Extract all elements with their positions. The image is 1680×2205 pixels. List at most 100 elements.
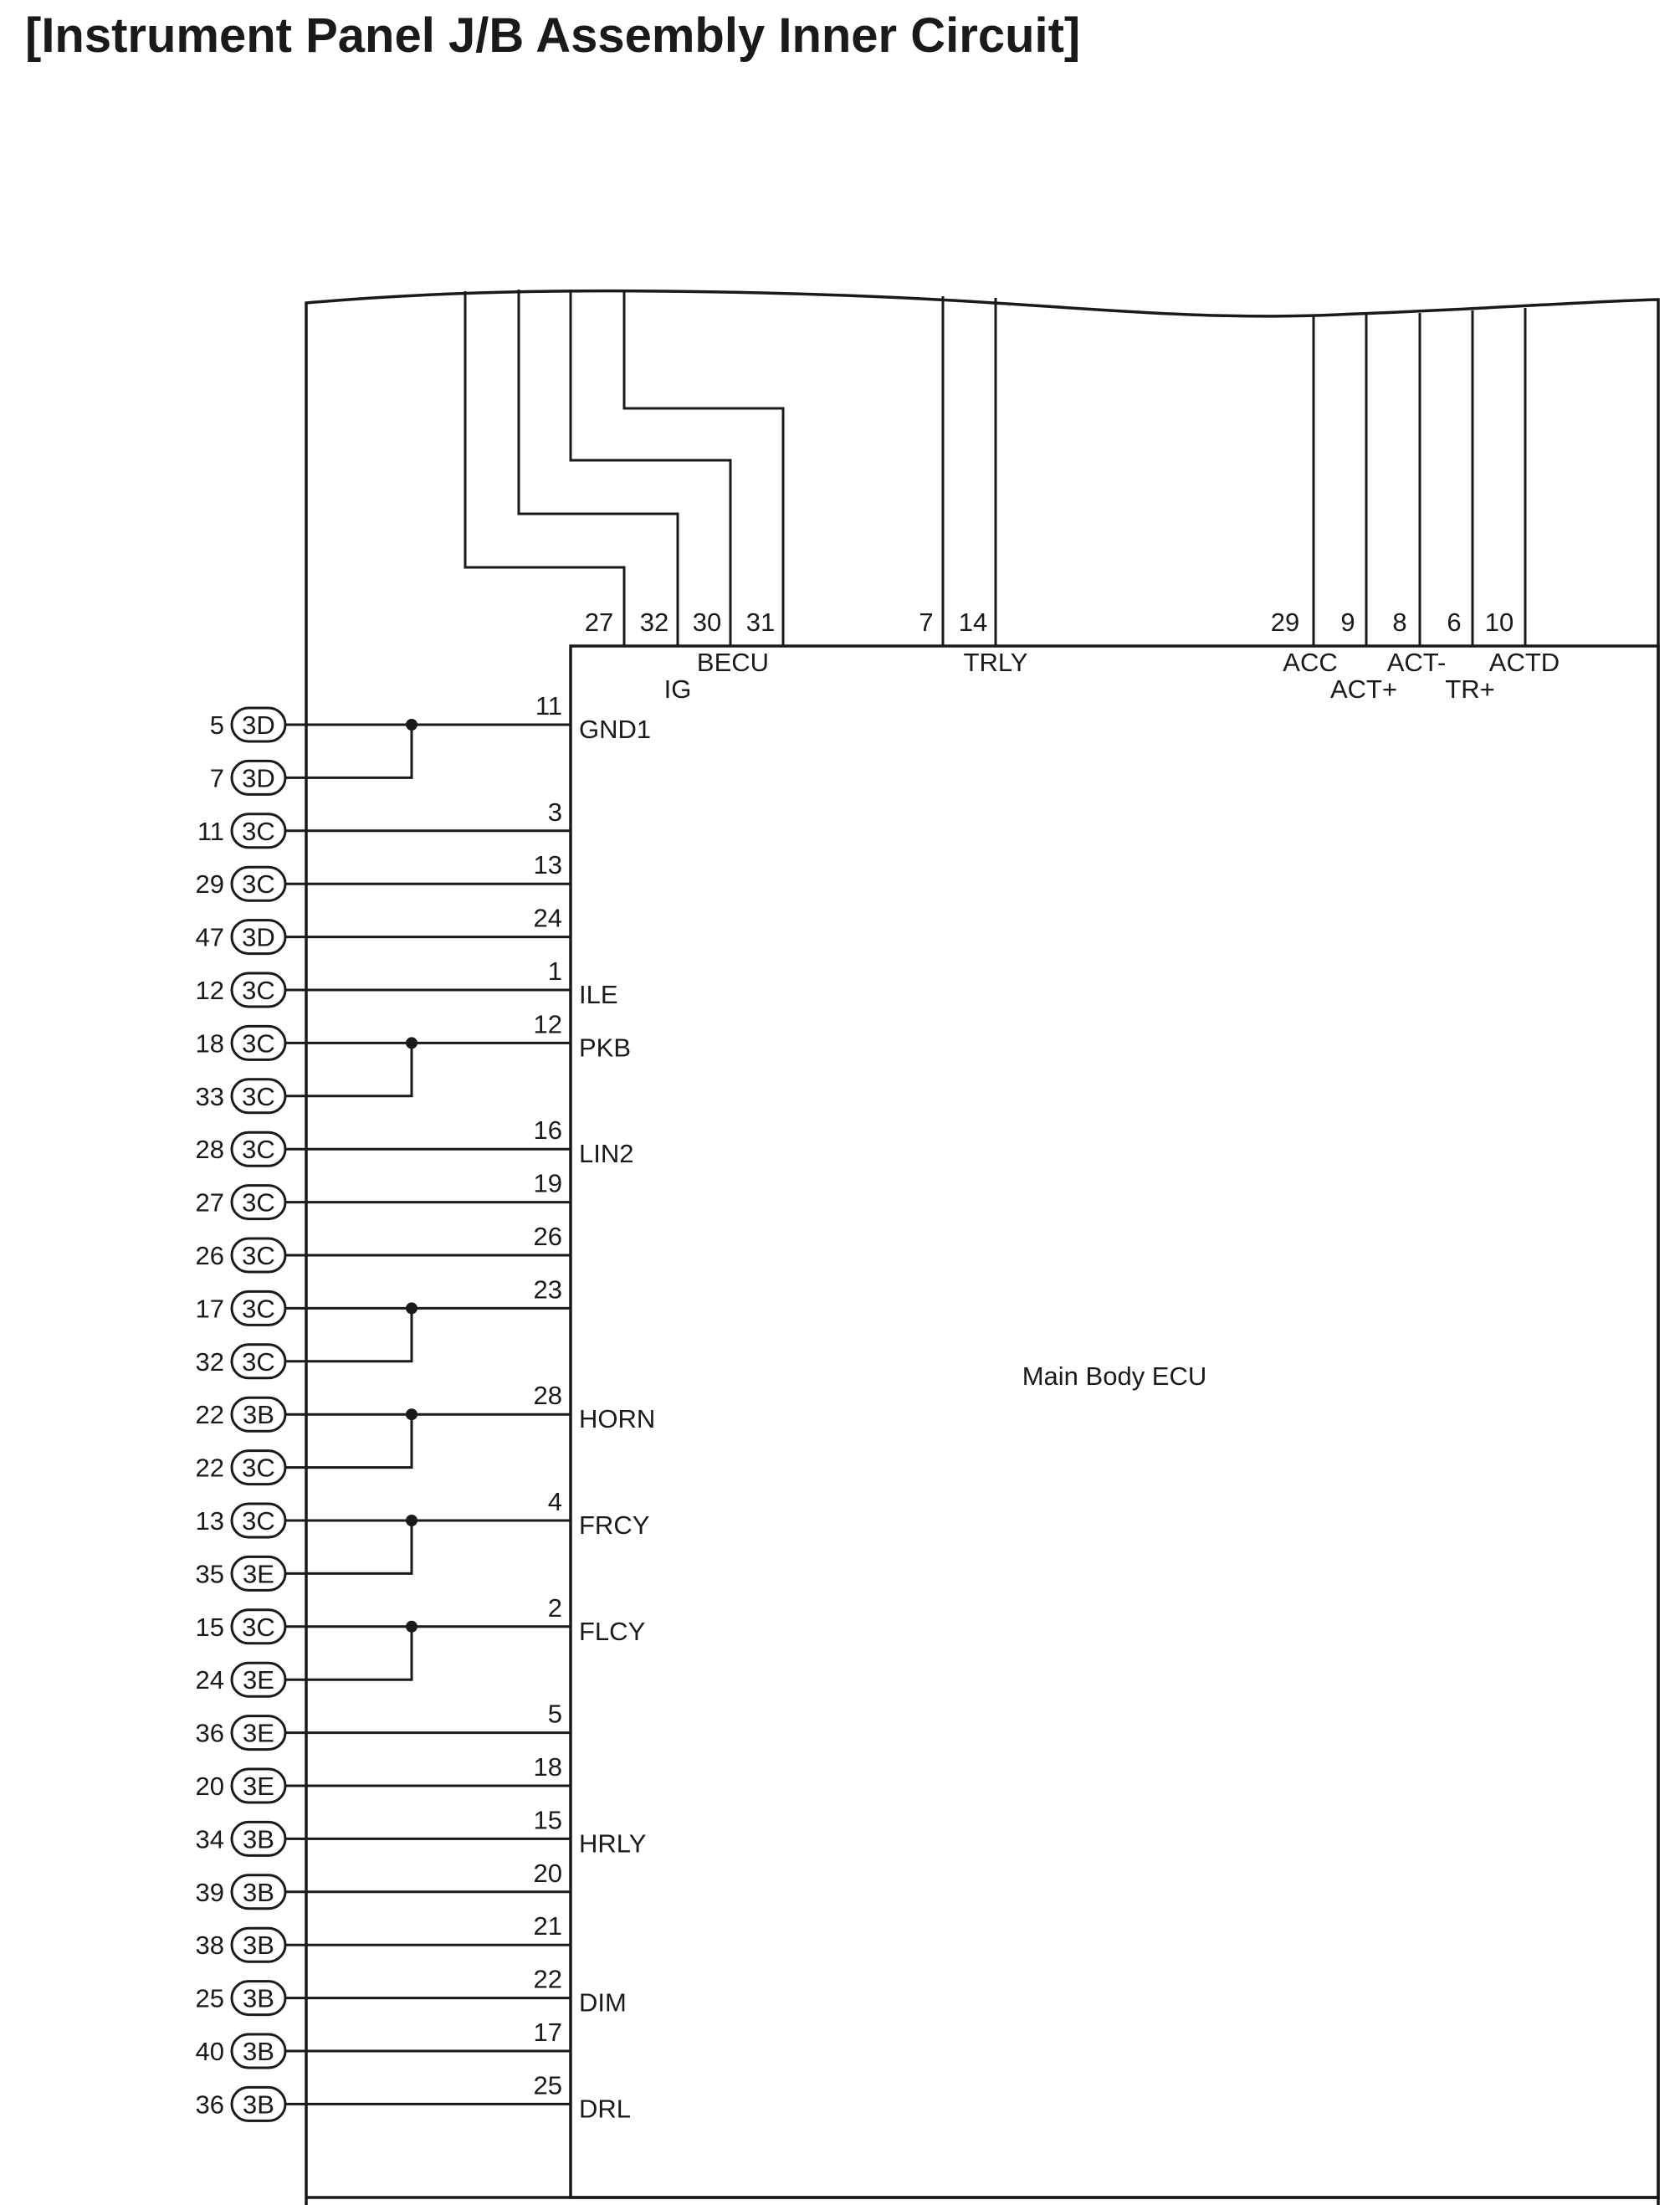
connector-id: 3B	[243, 1931, 274, 1960]
ecu-pin-number: 22	[534, 1965, 562, 1994]
connector-id: 3B	[243, 2037, 274, 2066]
top-pin-number: 32	[640, 608, 668, 637]
connector-pin-number: 22	[196, 1454, 224, 1483]
connector-id: 3C	[242, 1613, 275, 1642]
connector-pin-number: 34	[196, 1824, 224, 1854]
wire-branch	[285, 1308, 413, 1363]
ecu-pin-number: 21	[534, 1911, 562, 1941]
ecu-pin-number: 16	[534, 1115, 562, 1145]
ecu-pin-number: 20	[534, 1859, 562, 1888]
ecu-pin-number: 19	[534, 1169, 562, 1198]
ecu-signal-label: HRLY	[579, 1828, 646, 1858]
signal-label-becu: BECU	[697, 648, 769, 677]
connector-id: 3C	[242, 1135, 275, 1164]
junction-dot	[406, 1620, 417, 1633]
top-pin-number: 6	[1447, 608, 1461, 637]
ecu-pin-number: 24	[534, 904, 562, 933]
connector-id: 3C	[242, 1028, 275, 1058]
ecu-pin-number: 15	[534, 1805, 562, 1834]
ecu-signal-label: DRL	[579, 2094, 631, 2123]
ecu-signal-label: FLCY	[579, 1617, 645, 1646]
junction-dot	[406, 1515, 417, 1526]
wire-branch	[285, 1520, 413, 1575]
ecu-pin-number: 28	[534, 1381, 562, 1410]
ecu-signal-label: DIM	[579, 1988, 627, 2018]
junction-dot	[406, 719, 417, 731]
wire-branch	[285, 1626, 413, 1681]
connector-pin-number: 5	[210, 710, 224, 740]
connector-id: 3D	[242, 923, 275, 952]
connector-pin-number: 25	[196, 1984, 224, 2013]
connector-pin-number: 35	[196, 1559, 224, 1588]
connector-id: 3C	[242, 1082, 275, 1111]
connector-pin-number: 7	[210, 763, 224, 792]
connector-id: 3E	[243, 1559, 274, 1588]
connector-pin-number: 36	[196, 2090, 224, 2119]
connector-id: 3B	[243, 1878, 274, 1907]
top-wiring	[464, 290, 1527, 646]
ecu-signal-label: GND1	[579, 715, 651, 744]
top-pin-number: 9	[1340, 608, 1355, 637]
junction-dot	[406, 1408, 417, 1421]
top-pin-number: 30	[693, 608, 721, 637]
ecu-signal-label: FRCY	[579, 1510, 649, 1540]
connector-id: 3C	[242, 1506, 275, 1536]
connector-pin-number: 32	[196, 1347, 224, 1377]
connector-id: 3C	[242, 869, 275, 899]
connector-pin-number: 38	[196, 1931, 224, 1960]
connector-pin-number: 26	[196, 1241, 224, 1270]
connector-pin-number: 12	[196, 976, 224, 1005]
top-pins: 27 32 30 31 7 14 29 9 8 6 10 IG BECU TRL…	[585, 608, 1560, 704]
ecu-pin-number: 26	[534, 1222, 562, 1251]
wire-branch	[285, 1043, 413, 1098]
ecu-pin-number: 3	[548, 797, 562, 827]
connector-pin-number: 36	[196, 1719, 224, 1748]
connector-id: 3C	[242, 817, 275, 846]
connector-id: 3B	[243, 1824, 274, 1854]
connector-id: 3C	[242, 1241, 275, 1270]
connector-id: 3C	[242, 1454, 275, 1483]
ecu-signal-label: LIN2	[579, 1139, 633, 1168]
jb-assembly-frame	[305, 289, 1660, 2205]
main-body-ecu-box	[569, 644, 1660, 2199]
ecu-pin-number: 25	[534, 2070, 562, 2100]
signal-label-trly: TRLY	[964, 648, 1028, 677]
connector-id: 3B	[243, 2090, 274, 2119]
top-pin-number: 14	[959, 608, 987, 637]
connector-id: 3E	[243, 1719, 274, 1748]
signal-label-act-plus: ACT+	[1330, 674, 1397, 704]
signal-label-ig: IG	[664, 674, 692, 704]
top-pin-number: 31	[746, 608, 775, 637]
junction-dot	[406, 1302, 417, 1315]
ecu-pin-number: 5	[548, 1700, 562, 1729]
ecu-pin-number: 12	[534, 1009, 562, 1038]
signal-label-act-minus: ACT-	[1387, 648, 1447, 677]
ecu-pin-number: 1	[548, 956, 562, 986]
connector-id: 3C	[242, 1188, 275, 1218]
connector-pin-number: 18	[196, 1028, 224, 1058]
connector-pin-number: 47	[196, 923, 224, 952]
top-pin-number: 8	[1392, 608, 1406, 637]
ecu-pin-number: 11	[535, 691, 562, 720]
ecu-pin-number: 18	[534, 1752, 562, 1782]
top-pin-number: 27	[585, 608, 613, 637]
ecu-pin-number: 4	[548, 1487, 562, 1516]
connector-pin-number: 17	[196, 1294, 224, 1323]
connector-pin-number: 24	[196, 1665, 224, 1695]
connector-pin-number: 11	[197, 817, 224, 846]
connector-id: 3C	[242, 1294, 275, 1323]
ecu-signal-label: PKB	[579, 1033, 631, 1062]
connector-pin-number: 28	[196, 1135, 224, 1164]
connector-pin-number: 29	[196, 869, 224, 899]
top-pin-number: 10	[1485, 608, 1514, 637]
connector-pin-number: 13	[196, 1506, 224, 1536]
connector-id: 3E	[243, 1665, 274, 1695]
connector-pin-number: 22	[196, 1400, 224, 1429]
signal-label-acc: ACC	[1283, 648, 1337, 677]
wire-branch	[285, 1414, 413, 1469]
connector-id: 3C	[242, 1347, 275, 1377]
top-pin-number: 7	[919, 608, 933, 637]
signal-label-actd: ACTD	[1489, 648, 1560, 677]
connector-id: 3C	[242, 976, 275, 1005]
